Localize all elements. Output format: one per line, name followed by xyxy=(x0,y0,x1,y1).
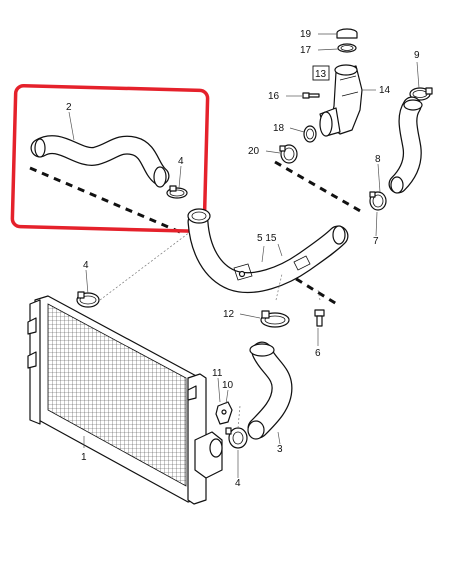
clamp-4-upper xyxy=(166,185,188,199)
hose-part-8 xyxy=(388,96,423,194)
dashed-routing-lines xyxy=(29,160,363,308)
label-part-2: 2 xyxy=(66,102,72,113)
screw-16 xyxy=(302,92,320,99)
bolt-6 xyxy=(314,309,325,327)
label-part-8: 8 xyxy=(375,154,381,165)
highlight-frame xyxy=(10,83,210,234)
label-part-19: 19 xyxy=(300,29,312,40)
label-part-4-lower: 4 xyxy=(235,478,241,489)
label-part-10: 10 xyxy=(222,380,234,391)
part-number-labels: 2 4 4 1 5 15 12 6 3 4 11 10 7 8 9 14 16 … xyxy=(66,29,420,489)
label-part-5-15: 5 15 xyxy=(257,233,277,244)
label-part-9: 9 xyxy=(414,50,420,61)
intercooler-core xyxy=(27,295,223,505)
label-part-18: 18 xyxy=(273,123,285,134)
label-part-7: 7 xyxy=(373,236,379,247)
label-part-13-box xyxy=(312,65,330,81)
label-part-12: 12 xyxy=(223,309,235,320)
label-part-1: 1 xyxy=(81,452,87,463)
label-part-11: 11 xyxy=(212,368,223,379)
label-part-3: 3 xyxy=(277,444,283,455)
leader-lines xyxy=(68,33,420,478)
label-part-16: 16 xyxy=(268,91,280,102)
throttle-housing-14 xyxy=(319,64,363,137)
label-part-20: 20 xyxy=(248,146,260,157)
clamp-7 xyxy=(369,191,387,211)
hose-part-3 xyxy=(247,341,293,440)
clamp-12 xyxy=(260,310,290,328)
seal-ring-17 xyxy=(337,43,357,53)
hose-part-2 xyxy=(30,135,170,188)
cap-19 xyxy=(336,28,358,39)
label-part-17: 17 xyxy=(300,45,312,56)
label-part-4-upper: 4 xyxy=(178,156,184,167)
seal-18 xyxy=(303,125,317,143)
clamp-4-lower xyxy=(225,427,248,449)
charge-air-pipe xyxy=(187,208,349,294)
clamp-4-left xyxy=(76,291,100,308)
bracket-10-11 xyxy=(215,401,233,425)
label-part-4-left: 4 xyxy=(83,260,89,271)
label-part-6: 6 xyxy=(315,348,321,359)
label-part-14: 14 xyxy=(379,85,391,96)
label-part-13: 13 xyxy=(315,69,327,80)
clamp-20 xyxy=(279,144,298,164)
